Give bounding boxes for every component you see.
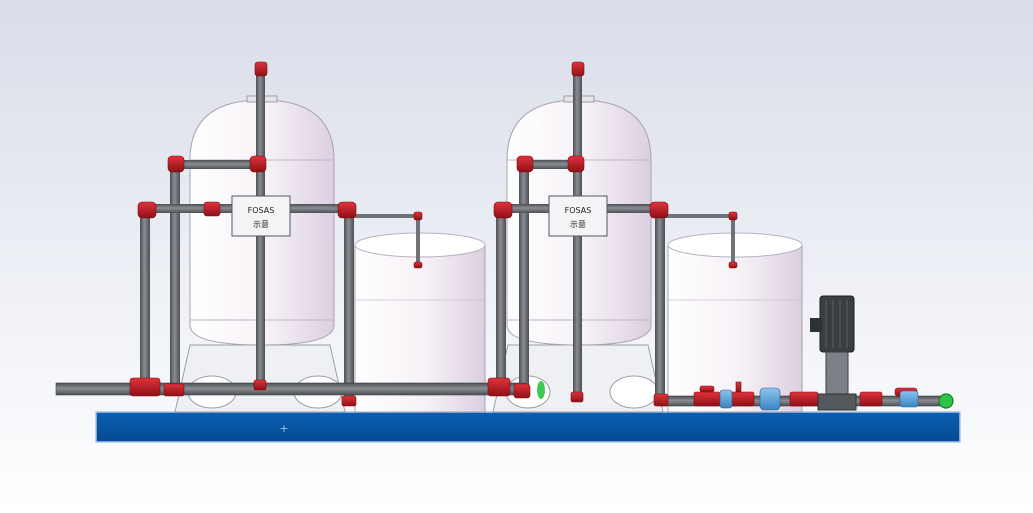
control-valve-2[interactable]: FOSAS 示意: [548, 195, 608, 237]
outlet-valves[interactable]: [719, 387, 919, 411]
main-inlet-pipe[interactable]: [55, 382, 527, 396]
origin-marker-icon: +: [279, 422, 288, 435]
inlet-indicator: [537, 381, 545, 399]
valve-head-label-line2: 示意: [570, 219, 586, 229]
valve-head-label-line2: 示意: [253, 219, 269, 229]
valve-head-label-line1: FOSAS: [248, 206, 275, 215]
outlet-port[interactable]: [938, 393, 954, 409]
pipe-fittings: [129, 61, 918, 407]
control-valve-1[interactable]: FOSAS 示意: [231, 195, 291, 237]
base-platform[interactable]: [95, 411, 961, 443]
valve-head-label-line1: FOSAS: [565, 206, 592, 215]
booster-pump[interactable]: [810, 295, 857, 411]
